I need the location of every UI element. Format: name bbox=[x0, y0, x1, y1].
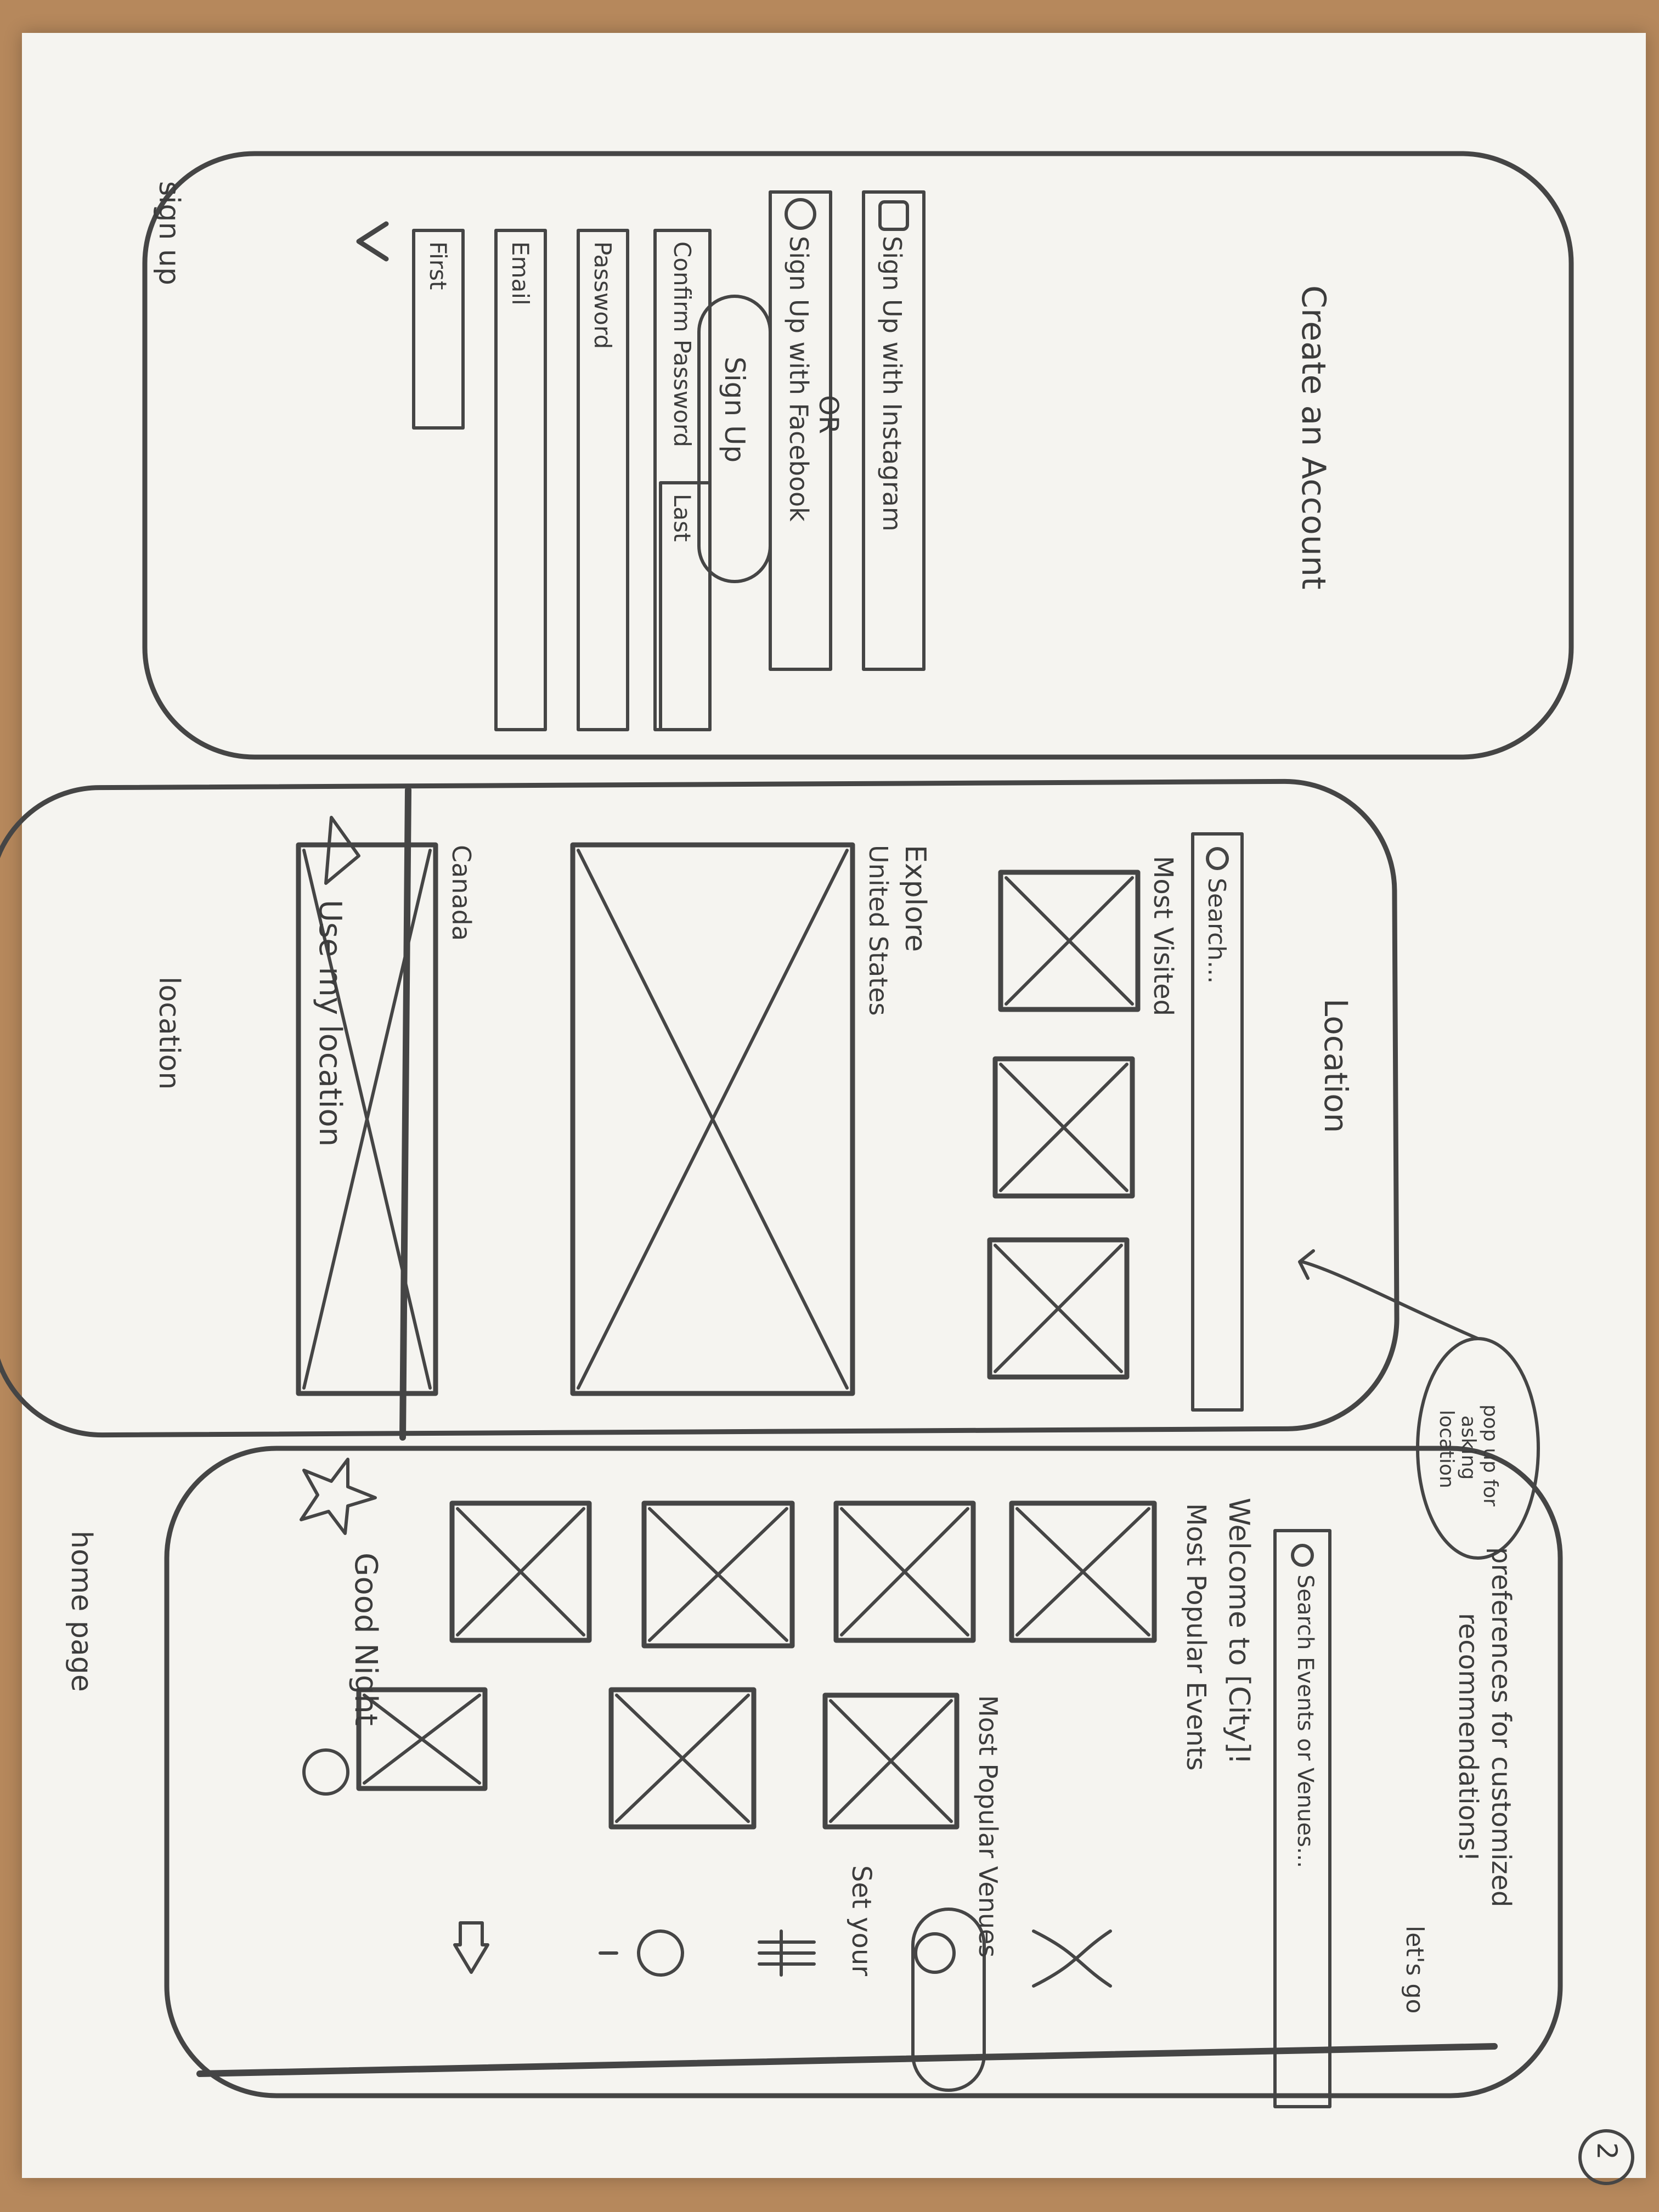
explore-label: Explore bbox=[899, 845, 932, 952]
explore-united-states: United States bbox=[864, 845, 893, 1016]
image-placeholder-x bbox=[577, 849, 849, 1390]
annotation-line-3: location bbox=[1435, 1410, 1458, 1488]
most-visited-card-2[interactable] bbox=[992, 1056, 1135, 1199]
location-title: Location bbox=[1317, 998, 1355, 1133]
image-placeholder-x bbox=[994, 1244, 1123, 1373]
venue-card-1[interactable] bbox=[822, 1692, 960, 1830]
or-divider: OR bbox=[813, 395, 844, 435]
most-visited-card-3[interactable] bbox=[987, 1237, 1130, 1380]
most-visited-label: Most Visited bbox=[1148, 856, 1178, 1017]
image-placeholder-x bbox=[456, 1507, 585, 1637]
use-my-location-button[interactable]: Use my location bbox=[312, 900, 348, 1147]
event-card-2[interactable] bbox=[833, 1500, 976, 1643]
confirm-password-placeholder: Confirm Password bbox=[669, 241, 696, 448]
first-name-field[interactable] bbox=[412, 229, 465, 430]
paper-sheet bbox=[22, 33, 1646, 2178]
filter-icon[interactable] bbox=[758, 1929, 816, 1977]
most-visited-card-1[interactable] bbox=[998, 870, 1141, 1012]
united-states-map[interactable] bbox=[570, 842, 855, 1396]
page-number-circle bbox=[1578, 2129, 1634, 2185]
instagram-button-outline[interactable] bbox=[862, 190, 926, 671]
search-icon bbox=[1291, 1544, 1314, 1567]
event-card-4[interactable] bbox=[449, 1500, 592, 1643]
home-phone-frame bbox=[164, 1446, 1563, 2098]
preferences-line-1: Set your bbox=[846, 1865, 877, 1977]
venue-card-2[interactable] bbox=[608, 1687, 757, 1830]
signup-caption: sign up bbox=[153, 181, 185, 285]
instagram-icon bbox=[878, 200, 909, 231]
welcome-heading: Welcome to [City]! bbox=[1222, 1498, 1255, 1765]
annotation-line-1: pop up for bbox=[1479, 1404, 1502, 1506]
location-search-placeholder: Search... bbox=[1203, 878, 1231, 984]
back-arrow-icon bbox=[356, 221, 389, 262]
confirm-password-field[interactable] bbox=[653, 229, 712, 731]
preferences-line-2: preferences for customized bbox=[1486, 1547, 1516, 1908]
first-name-placeholder: First bbox=[425, 241, 452, 290]
annotation-arrow bbox=[1298, 1249, 1480, 1340]
tab-bar-divider bbox=[196, 2043, 1498, 2077]
event-card-3[interactable] bbox=[641, 1500, 795, 1649]
location-phone-frame bbox=[0, 778, 1400, 1438]
instagram-button-label: Sign Up with Instagram bbox=[877, 236, 907, 532]
map-pin-icon[interactable] bbox=[599, 1929, 684, 1977]
last-name-placeholder: Last bbox=[669, 494, 696, 542]
signup-button-label: Sign Up bbox=[719, 357, 751, 463]
popular-venues-label: Most Popular Venues bbox=[973, 1695, 1003, 1958]
image-placeholder-x bbox=[648, 1507, 788, 1642]
image-placeholder-x bbox=[1015, 1507, 1150, 1637]
home-icon[interactable] bbox=[453, 1921, 489, 1974]
popular-events-label: Most Popular Events bbox=[1181, 1503, 1211, 1771]
annotation-line-2: asking bbox=[1457, 1415, 1480, 1480]
password-placeholder: Password bbox=[589, 241, 616, 349]
image-placeholder-x bbox=[840, 1507, 969, 1637]
page-number: 2 bbox=[1591, 2142, 1623, 2160]
lets-go-button-outline[interactable] bbox=[911, 1908, 986, 2092]
profile-icon[interactable] bbox=[302, 1748, 349, 1796]
home-caption: home page bbox=[65, 1531, 98, 1692]
email-placeholder: Email bbox=[507, 241, 534, 306]
star-icon[interactable] bbox=[300, 1458, 377, 1535]
canada-map[interactable] bbox=[296, 842, 438, 1396]
signup-phone-frame bbox=[142, 151, 1574, 760]
facebook-icon bbox=[785, 198, 816, 230]
explore-canada: Canada bbox=[447, 845, 476, 941]
image-placeholder-x bbox=[615, 1694, 750, 1823]
location-caption: location bbox=[153, 977, 185, 1090]
preferences-line-3: recommendations! bbox=[1453, 1613, 1483, 1862]
lets-go-button-label[interactable]: let's go bbox=[1401, 1926, 1429, 2014]
home-search-bar[interactable] bbox=[1273, 1529, 1331, 2108]
search-icon bbox=[1206, 847, 1229, 870]
navigation-arrow-icon[interactable] bbox=[324, 816, 360, 885]
image-placeholder-x bbox=[829, 1699, 953, 1823]
location-search-bar[interactable] bbox=[1191, 832, 1244, 1412]
image-placeholder-x bbox=[999, 1063, 1128, 1192]
password-field[interactable] bbox=[577, 229, 629, 731]
event-card-1[interactable] bbox=[1009, 1500, 1157, 1643]
venue-card-3[interactable] bbox=[356, 1687, 488, 1791]
search-icon[interactable] bbox=[914, 1932, 956, 1974]
image-placeholder-x bbox=[363, 1694, 481, 1785]
facebook-button-outline[interactable] bbox=[769, 190, 832, 671]
greeting-title: Good Night bbox=[348, 1553, 383, 1726]
facebook-button-label: Sign Up with Facebook bbox=[784, 236, 814, 522]
divider-line bbox=[399, 787, 411, 1441]
home-search-placeholder: Search Events or Venues... bbox=[1293, 1575, 1318, 1869]
email-field[interactable] bbox=[494, 229, 547, 731]
signup-title: Create an Account bbox=[1294, 285, 1333, 590]
image-placeholder-x bbox=[1005, 876, 1134, 1006]
shuffle-icon[interactable] bbox=[1032, 1929, 1112, 1988]
